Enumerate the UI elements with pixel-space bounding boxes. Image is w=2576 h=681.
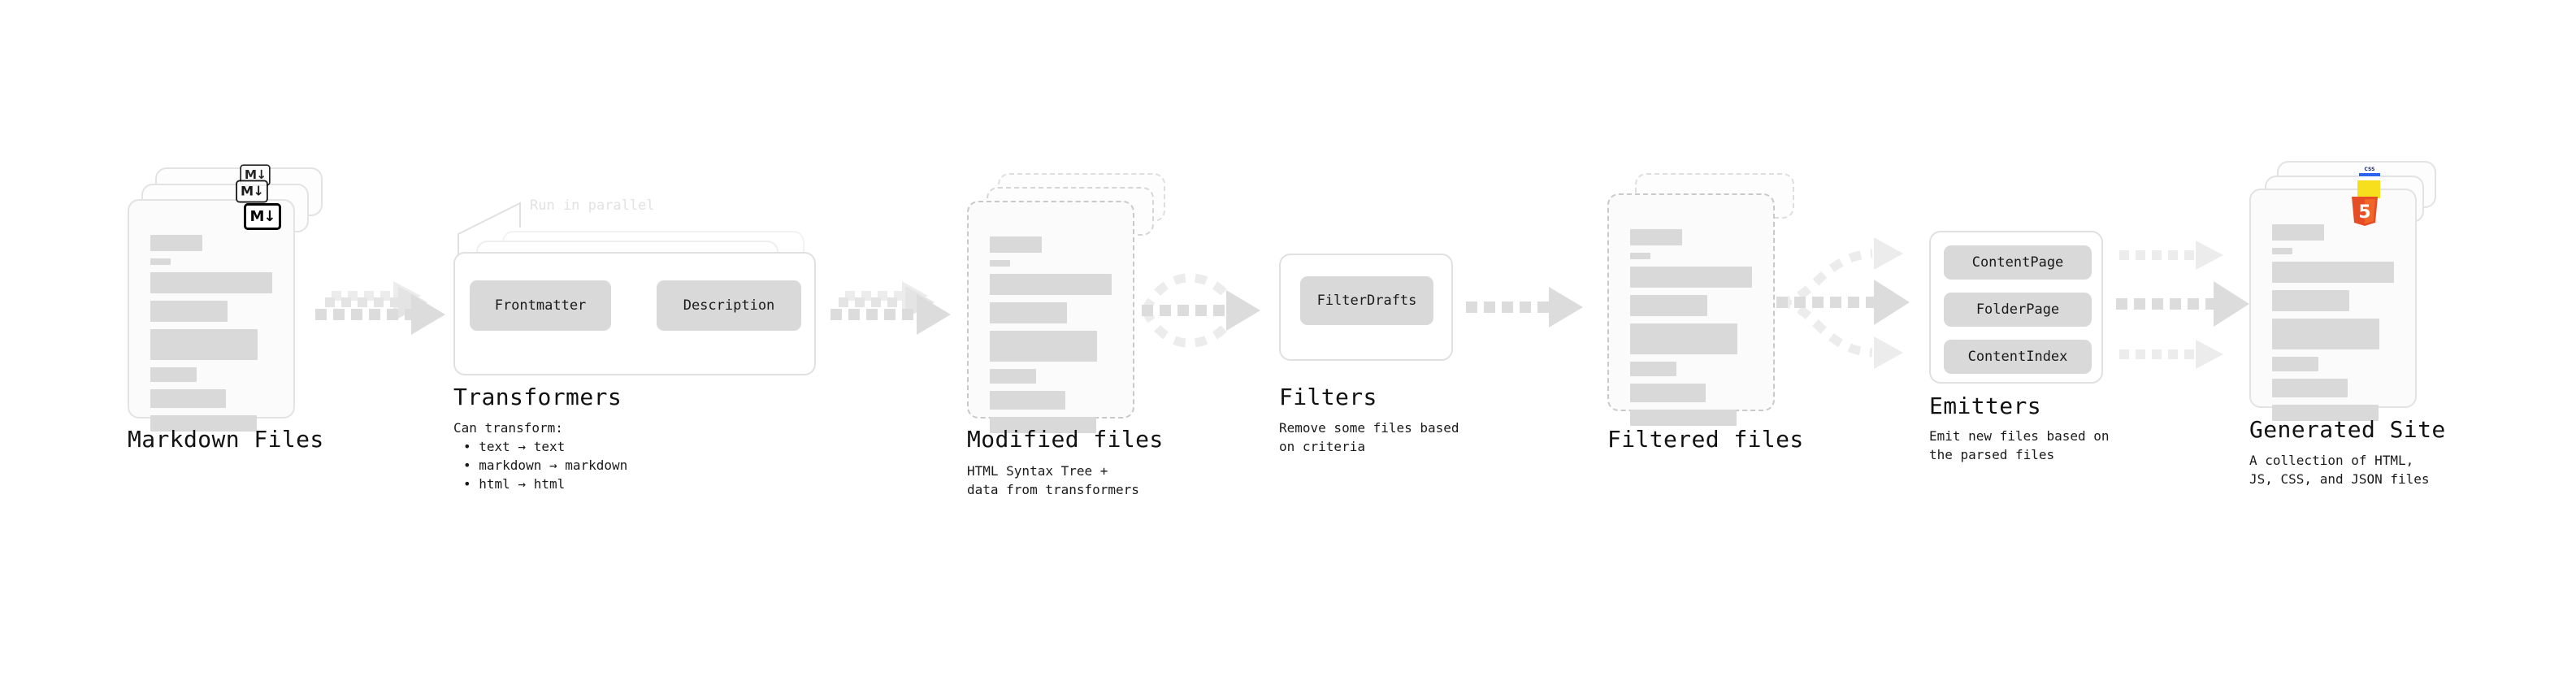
markdown-icon-mid: M↓ [236, 180, 268, 203]
css-icon-bar [2359, 173, 2380, 176]
chip-frontmatter[interactable]: Frontmatter [470, 280, 611, 331]
skeleton-lines [990, 236, 1112, 440]
chip-folderpage[interactable]: FolderPage [1944, 293, 2092, 327]
skeleton-lines [2272, 224, 2394, 428]
html5-icon: HTML 5 [2351, 197, 2379, 232]
emitters-panel: ContentPage FolderPage ContentIndex [1929, 231, 2103, 384]
skeleton-lines [150, 235, 272, 439]
chip-description[interactable]: Description [657, 280, 801, 331]
markdown-files-title: Markdown Files [128, 426, 324, 453]
js-icon [2357, 180, 2380, 198]
markdown-icon: M↓ [244, 203, 281, 230]
emitters-subtitle: Emit new files based on the parsed files [1929, 428, 2110, 462]
generated-site-subtitle: A collection of HTML, JS, CSS, and JSON … [2249, 453, 2430, 487]
filtered-files-title: Filtered files [1607, 426, 1804, 453]
connector-transformers-to-modified [830, 281, 951, 335]
css-icon-label: CSS [2364, 167, 2375, 172]
filtered-card-front [1607, 193, 1775, 426]
css-icon: CSS [2359, 167, 2380, 177]
bullet-text: • text → text [463, 439, 566, 454]
emitters-title: Emitters [1929, 393, 2042, 419]
connector-md-to-transformers [315, 281, 445, 335]
connector-emitters-to-site [2116, 241, 2249, 369]
filters-panel: FilterDrafts [1279, 254, 1453, 361]
html5-shield: 5 [2352, 197, 2378, 226]
transformers-panel: Frontmatter Description [453, 252, 816, 375]
bullet-html: • html → html [463, 476, 566, 492]
run-in-parallel-label: Run in parallel [530, 197, 655, 214]
transformers-subtitle: Can transform: [453, 420, 563, 436]
chip-contentindex[interactable]: ContentIndex [1944, 340, 2092, 374]
generated-site-title: Generated Site [2249, 416, 2446, 443]
connector-modified-to-filters [1142, 273, 1260, 348]
run-in-parallel-bracket [458, 202, 521, 268]
filters-subtitle: Remove some files based on criteria [1279, 420, 1459, 454]
markdown-card-front [128, 199, 295, 432]
modified-files-subtitle: HTML Syntax Tree + data from transformer… [967, 463, 1139, 497]
bullet-markdown: • markdown → markdown [463, 458, 628, 473]
filters-title: Filters [1279, 384, 1377, 410]
svg-text:5: 5 [2358, 202, 2370, 223]
modified-files-title: Modified files [967, 426, 1164, 453]
connector-filters-to-filtered [1466, 287, 1583, 327]
chip-contentpage[interactable]: ContentPage [1944, 245, 2092, 280]
chip-filterdrafts[interactable]: FilterDrafts [1300, 276, 1433, 325]
transformers-bullets: • text → text • markdown → markdown • ht… [463, 437, 627, 493]
connector-filtered-to-emitters [1776, 237, 1910, 369]
skeleton-lines [1630, 229, 1752, 433]
site-card-front [2249, 189, 2417, 421]
transformers-title: Transformers [453, 384, 622, 410]
modified-card-front [967, 201, 1134, 433]
